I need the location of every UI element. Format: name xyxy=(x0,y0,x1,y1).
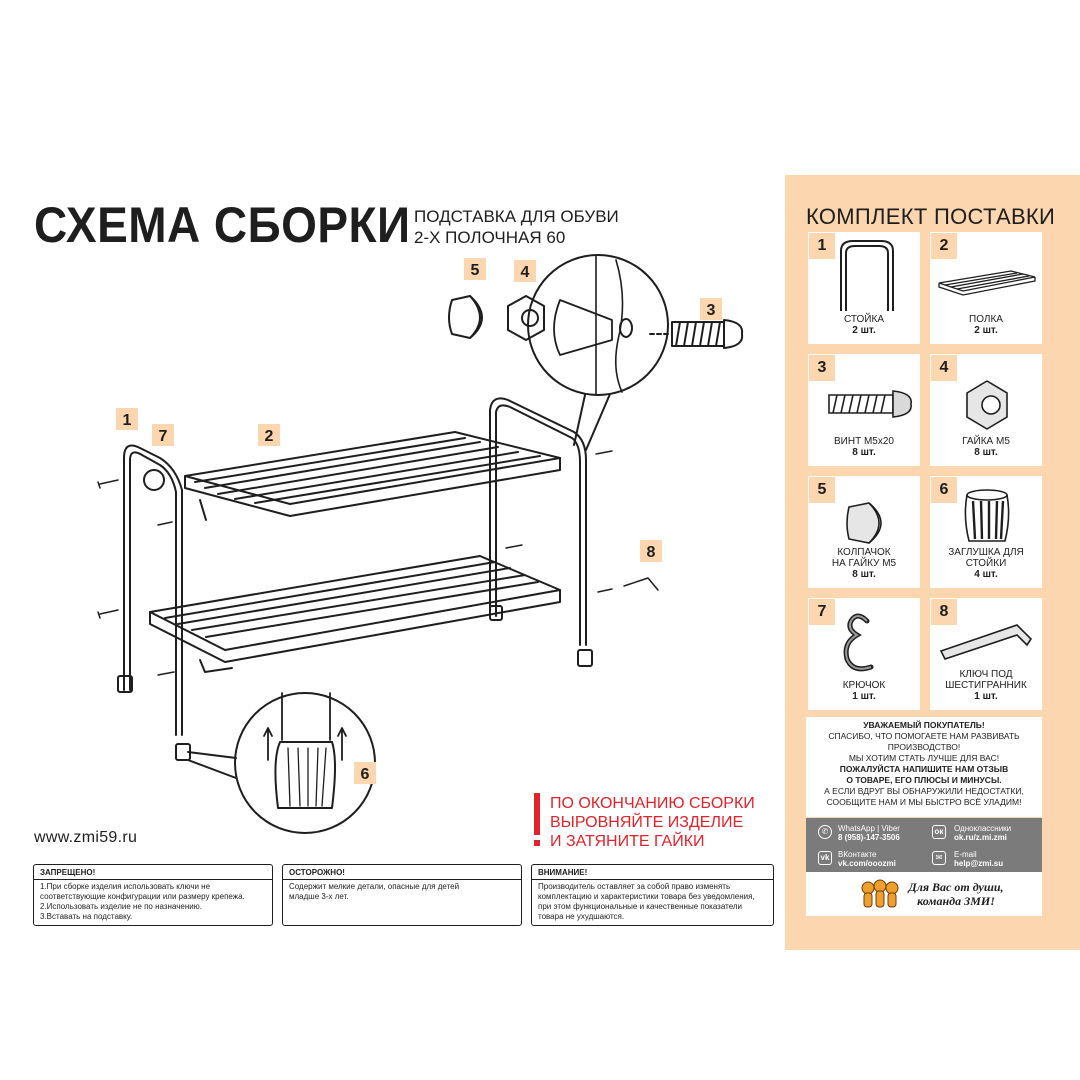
foot-cap xyxy=(117,675,133,693)
upright-right-back xyxy=(489,397,587,646)
note-line: Содержит мелкие детали, опасные для дете… xyxy=(289,882,460,891)
subtitle-line-1: ПОДСТАВКА ДЛЯ ОБУВИ xyxy=(414,207,619,226)
kit-number: 2 xyxy=(931,233,957,259)
note-attention: ВНИМАНИЕ! Производитель оставляет за соб… xyxy=(531,864,774,926)
kit-number: 5 xyxy=(809,477,835,503)
note-caution: ОСТОРОЖНО! Содержит мелкие детали, опасн… xyxy=(282,864,522,926)
page-title: СХЕМА СБОРКИ xyxy=(34,197,411,253)
nut-icon xyxy=(966,380,1008,430)
kit-number: 3 xyxy=(809,355,835,381)
kit-label: СТОЙКА 2 шт. xyxy=(843,314,884,336)
foot-cap xyxy=(489,605,503,621)
kit-item-hook: 7 КРЮЧОК 1 шт. xyxy=(808,598,920,710)
callout-1: 1 xyxy=(123,412,132,429)
note-line: соответствующие конфигурации или размеру… xyxy=(40,892,245,901)
kit-label: ЗАГЛУШКА ДЛЯ СТОЙКИ 4 шт. xyxy=(948,547,1024,580)
top-shelf xyxy=(184,431,561,521)
warning-mark-dot xyxy=(534,840,540,846)
bottom-shelf xyxy=(149,555,561,673)
kit-number: 8 xyxy=(931,599,957,625)
contact-whatsapp[interactable]: WhatsApp | Viber 8 (958)-147-3506 xyxy=(838,824,900,842)
note-prohibited: ЗАПРЕЩЕНО! 1.При сборке изделия использо… xyxy=(33,864,273,926)
mascots-logo xyxy=(861,879,899,908)
screw-m5-drawing xyxy=(649,319,744,349)
note-title: ЗАПРЕЩЕНО! xyxy=(40,868,96,877)
contact-email[interactable]: E-mail help@zmi.su xyxy=(954,850,1004,868)
contact-vk[interactable]: ВКонтакте vk.com/ooozmi xyxy=(838,850,896,868)
note-line: Производитель оставляет за собой право и… xyxy=(538,882,731,891)
kit-label: ПОЛКА 2 шт. xyxy=(969,314,1003,336)
kit-number: 1 xyxy=(809,233,835,259)
callout-5: 5 xyxy=(471,262,480,279)
final-instruction: ПО ОКОНЧАНИЮ СБОРКИ ВЫРОВНЯЙТЕ ИЗДЕЛИЕ И… xyxy=(550,794,755,851)
kit-title: КОМПЛЕКТ ПОСТАВКИ xyxy=(806,204,1056,229)
magnifier-top xyxy=(527,254,669,396)
contact-band: ✆ WhatsApp | Viber 8 (958)-147-3506 ок О… xyxy=(806,818,1042,872)
kit-label: ГАЙКА М5 8 шт. xyxy=(962,436,1010,458)
callout-2: 2 xyxy=(265,428,274,445)
kit-number: 4 xyxy=(931,355,957,381)
shelf-icon xyxy=(938,270,1036,296)
warning-mark xyxy=(534,793,540,835)
assembly-diagram: 1 2 3 4 5 6 7 8 xyxy=(97,254,744,834)
cap-drawing xyxy=(448,295,483,339)
hook-icon xyxy=(843,613,874,672)
slogan: Для Вас от души, команда ЗМИ! xyxy=(908,880,1004,908)
odnoklassniki-icon: ок xyxy=(932,825,946,839)
note-line: при этом функциональные и качественные п… xyxy=(538,902,743,911)
whatsapp-icon: ✆ xyxy=(818,825,832,839)
kit-item-nut: 4 ГАЙКА М5 8 шт. xyxy=(930,354,1042,466)
note-line: комплектацию и характеристики товара без… xyxy=(538,892,755,901)
callout-4: 4 xyxy=(521,264,530,281)
note-line: 3.Вставать на подставку. xyxy=(40,912,133,921)
hex-key-icon xyxy=(939,624,1033,660)
note-line: 1.При сборке изделия использовать ключи … xyxy=(40,882,211,891)
note-line: 2.Использовать изделие не по назначению. xyxy=(40,902,202,911)
nut-m5-drawing xyxy=(507,295,545,341)
kit-label: КРЮЧОК 1 шт. xyxy=(842,680,886,702)
screw-icon xyxy=(828,390,912,418)
note-line: младше 3-х лет. xyxy=(289,892,349,901)
callout-7: 7 xyxy=(159,428,168,445)
note-title: ВНИМАНИЕ! xyxy=(538,868,588,877)
kit-item-cap: 5 КОЛПАЧОК НА ГАЙКУ М5 8 шт. xyxy=(808,476,920,588)
customer-message: УВАЖАЕМЫЙ ПОКУПАТЕЛЬ! СПАСИБО, ЧТО ПОМОГ… xyxy=(806,717,1042,817)
slogan-band xyxy=(806,872,1042,916)
instruction-line-2: ВЫРОВНЯЙТЕ ИЗДЕЛИЕ xyxy=(550,814,744,831)
kit-item-shelf: 2 ПОЛКА 2 шт. xyxy=(930,232,1042,344)
kit-number: 7 xyxy=(809,599,835,625)
callout-3: 3 xyxy=(707,302,716,319)
kit-label: КОЛПАЧОК НА ГАЙКУ М5 8 шт. xyxy=(831,547,897,580)
website-url[interactable]: www.zmi59.ru xyxy=(34,829,138,846)
kit-label: ВИНТ М5х20 8 шт. xyxy=(834,436,894,458)
contact-ok[interactable]: Одноклассники ok.ru/z.mi.zmi xyxy=(954,824,1012,842)
kit-number: 6 xyxy=(931,477,957,503)
note-title: ОСТОРОЖНО! xyxy=(289,868,345,877)
email-icon: ✉ xyxy=(932,851,946,865)
kit-item-hex-key: 8 КЛЮЧ ПОД ШЕСТИГРАННИК 1 шт. xyxy=(930,598,1042,710)
hook-part xyxy=(143,469,165,491)
plug-icon xyxy=(964,489,1010,542)
upright-left-front xyxy=(123,444,183,736)
instruction-line-3: И ЗАТЯНИТЕ ГАЙКИ xyxy=(550,833,705,850)
note-line: товара не ухудшаются. xyxy=(538,912,625,921)
foot-cap xyxy=(577,649,593,667)
callout-6: 6 xyxy=(361,766,370,783)
kit-item-plug: 6 ЗАГЛУШКА ДЛЯ СТОЙКИ 4 шт. xyxy=(930,476,1042,588)
callout-8: 8 xyxy=(647,544,656,561)
instruction-line-1: ПО ОКОНЧАНИЮ СБОРКИ xyxy=(550,795,755,812)
kit-label: КЛЮЧ ПОД ШЕСТИГРАННИК 1 шт. xyxy=(945,669,1027,702)
cap-icon xyxy=(846,502,882,544)
product-subtitle: ПОДСТАВКА ДЛЯ ОБУВИ 2-Х ПОЛОЧНАЯ 60 xyxy=(414,206,619,248)
kit-item-screw: 3 ВИНТ М5х20 8 шт. xyxy=(808,354,920,466)
subtitle-line-2: 2-Х ПОЛОЧНАЯ 60 xyxy=(414,228,566,247)
upright-icon xyxy=(840,240,894,311)
vk-icon: vk xyxy=(818,851,832,865)
kit-item-upright: 1 СТОЙКА 2 шт. xyxy=(808,232,920,344)
